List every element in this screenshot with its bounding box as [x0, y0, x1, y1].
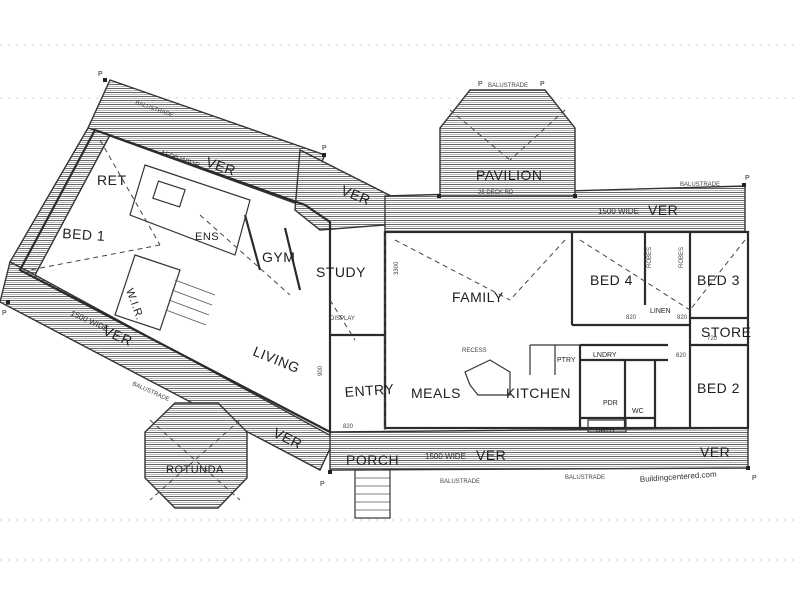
svg-text:P: P: [320, 481, 325, 488]
wir-walls: [114, 254, 181, 331]
label-robes-2: ROBES: [679, 247, 685, 268]
svg-text:P: P: [478, 81, 483, 88]
label-ens: ENS: [195, 231, 219, 243]
svg-text:P: P: [752, 475, 757, 482]
dim-820-b: 820: [677, 315, 688, 321]
dim-3300-a: 3300: [394, 261, 400, 275]
label-pdr: PDR: [603, 400, 618, 407]
note-balustrade-s2: BALUSTRADE: [565, 475, 605, 481]
paper-guides: [0, 44, 800, 561]
ensuite-walls: [129, 164, 251, 256]
dim-820-c: 820: [676, 353, 687, 359]
room-labels: RET BED 1 ENS W.I.R. GYM STUDY LIVING EN…: [62, 167, 751, 476]
label-rotunda: ROTUNDA: [166, 464, 224, 476]
label-bed4: BED 4: [590, 272, 633, 288]
dim-900: 900: [318, 365, 324, 376]
label-display: DISPLAY: [330, 316, 355, 322]
left-wing-outline: [18, 128, 332, 434]
walls: [18, 128, 750, 434]
label-linen: LINEN: [650, 308, 671, 315]
ensuite-bath: [152, 180, 186, 208]
label-lndry: LNDRY: [593, 352, 617, 359]
label-robes-1: ROBES: [647, 247, 653, 268]
dim-820-d: 820: [343, 424, 354, 430]
label-ver-width-ne: 1500 WIDE: [598, 207, 639, 216]
label-store: STORE: [701, 324, 751, 340]
label-wir: W.I.R.: [123, 287, 146, 322]
label-family: FAMILY: [452, 289, 504, 305]
label-bath: BATH: [596, 427, 614, 434]
porch-steps: [354, 469, 391, 519]
label-meals: MEALS: [411, 385, 461, 401]
label-kitchen: KITCHEN: [506, 385, 571, 401]
watermark: Buildingcentered.com: [640, 470, 718, 484]
label-bed1: BED 1: [62, 225, 106, 244]
label-wc: WC: [632, 408, 644, 415]
bath-tub: [587, 419, 627, 433]
kitchen-island: [464, 359, 511, 396]
label-gym: GYM: [262, 249, 295, 265]
label-ver-se: VER: [700, 444, 730, 460]
label-pavilion: PAVILION: [476, 167, 543, 183]
posts: [6, 78, 750, 474]
post-markers: P P P P P P P P: [2, 71, 757, 488]
label-recess: RECESS: [462, 348, 487, 354]
svg-text:P: P: [2, 310, 7, 317]
roof-lines: [29, 109, 746, 501]
svg-text:P: P: [98, 71, 103, 78]
label-ver-s: VER: [476, 447, 506, 463]
svg-text:P: P: [540, 81, 545, 88]
svg-text:P: P: [322, 145, 327, 152]
label-bed3: BED 3: [697, 272, 740, 288]
note-balustrade-s: BALUSTRADE: [440, 479, 480, 485]
label-study: STUDY: [316, 264, 366, 280]
dim-720: 720: [707, 336, 718, 342]
note-deck: 25 DECK RD: [478, 190, 514, 196]
label-bed2: BED 2: [697, 380, 740, 396]
label-porch: PORCH: [346, 452, 399, 468]
robe-shelves: [165, 279, 216, 326]
note-balustrade-pavilion: BALUSTRADE: [488, 83, 528, 89]
verandah-west-end: [9, 127, 112, 276]
label-ver-width-s: 1500 WIDE: [425, 452, 466, 461]
label-ver-ne: VER: [648, 202, 678, 218]
fixture-labels: LNDRY PDR WC BATH PTRY LINEN ROBES ROBES…: [330, 247, 685, 434]
svg-text:P: P: [745, 175, 750, 182]
dim-820-a: 820: [626, 315, 637, 321]
label-ptry: PTRY: [557, 357, 576, 364]
label-ret: RET: [97, 172, 127, 188]
verandah-middle: [294, 148, 396, 231]
verandah-southwest: [0, 260, 336, 471]
note-balustrade-ne: BALUSTRADE: [680, 182, 720, 188]
verandah-decks: [0, 79, 749, 519]
label-living: LIVING: [251, 343, 302, 376]
label-entry: ENTRY: [344, 381, 395, 400]
